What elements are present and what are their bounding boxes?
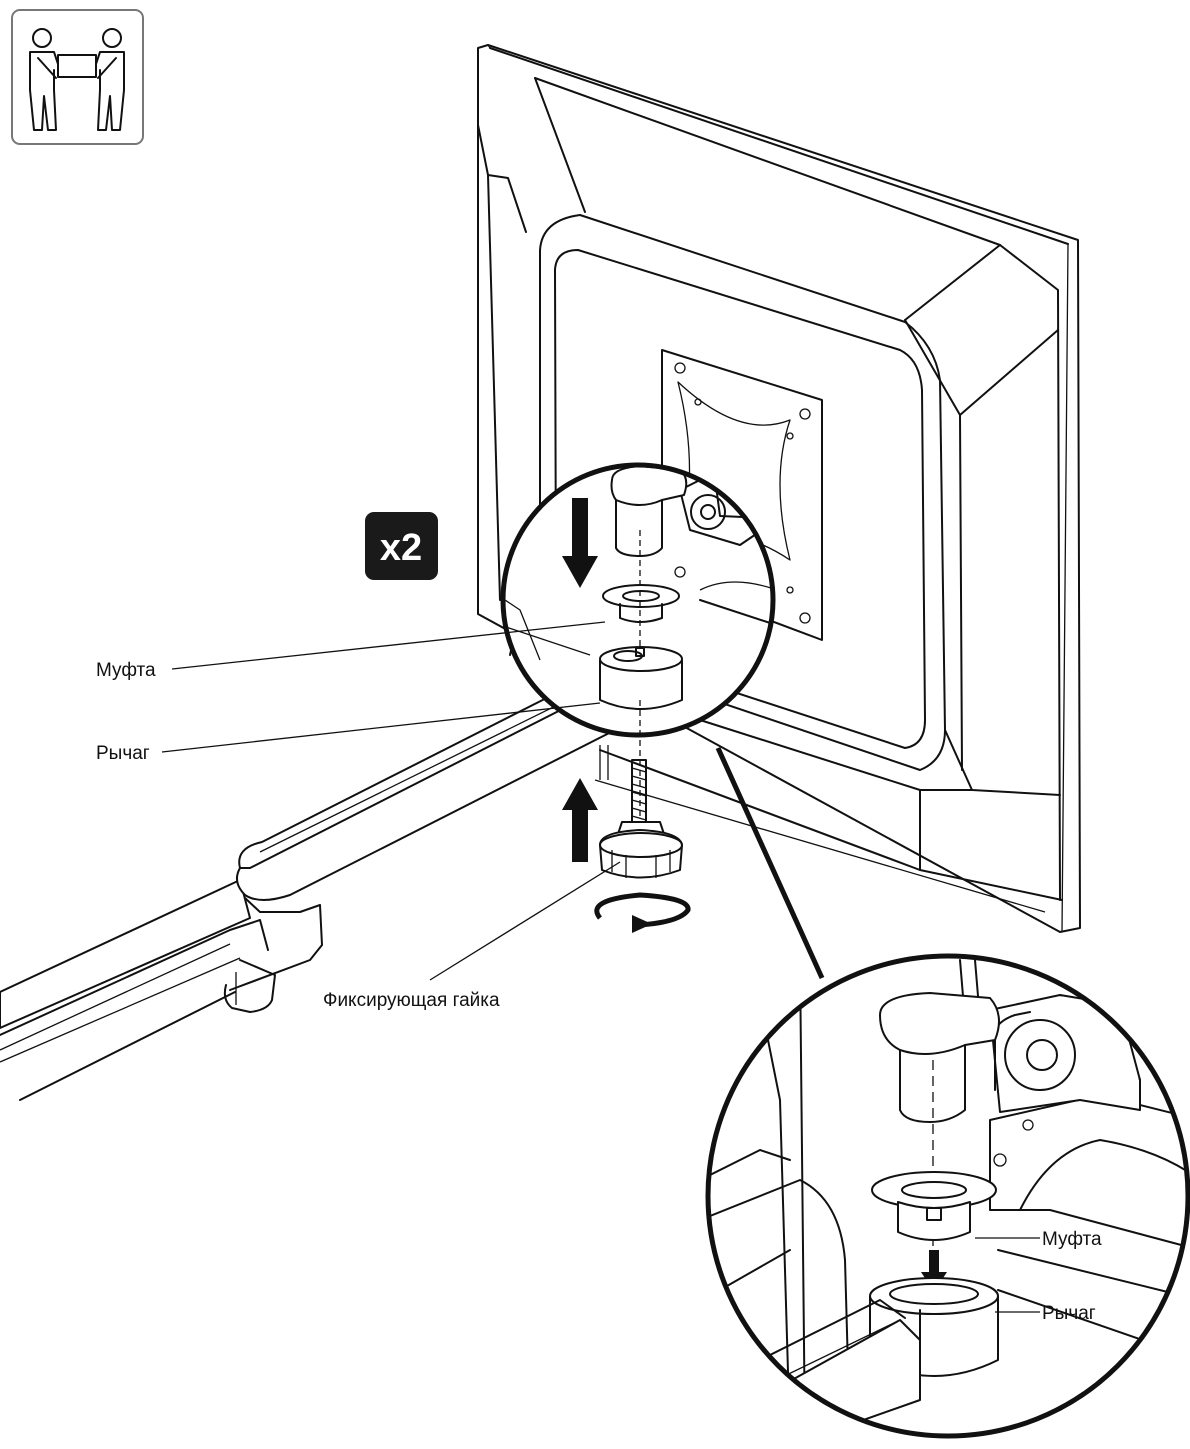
detail-connector [715, 746, 825, 980]
label-coupling-detail: Муфта [1042, 1229, 1102, 1250]
zoom-circle [500, 462, 776, 738]
quantity-badge: x2 [365, 512, 438, 580]
monitor-back [477, 44, 1081, 933]
label-coupling: Муфта [96, 660, 156, 681]
lock-nut-assembly [562, 700, 691, 933]
arrow-down-icon [562, 498, 598, 588]
callout-lines [161, 621, 621, 981]
label-lever-detail: Рычаг [1042, 1303, 1096, 1324]
quantity-badge-text: x2 [380, 527, 422, 569]
arrow-up-icon [562, 778, 598, 862]
rotate-clockwise-icon [594, 892, 691, 933]
label-lock-nut: Фиксирующая гайка [323, 990, 500, 1011]
monitor-arm [0, 671, 641, 1101]
two-person-lift-icon [11, 9, 144, 145]
detail-circle [705, 953, 1190, 1439]
label-lever: Рычаг [96, 743, 150, 764]
